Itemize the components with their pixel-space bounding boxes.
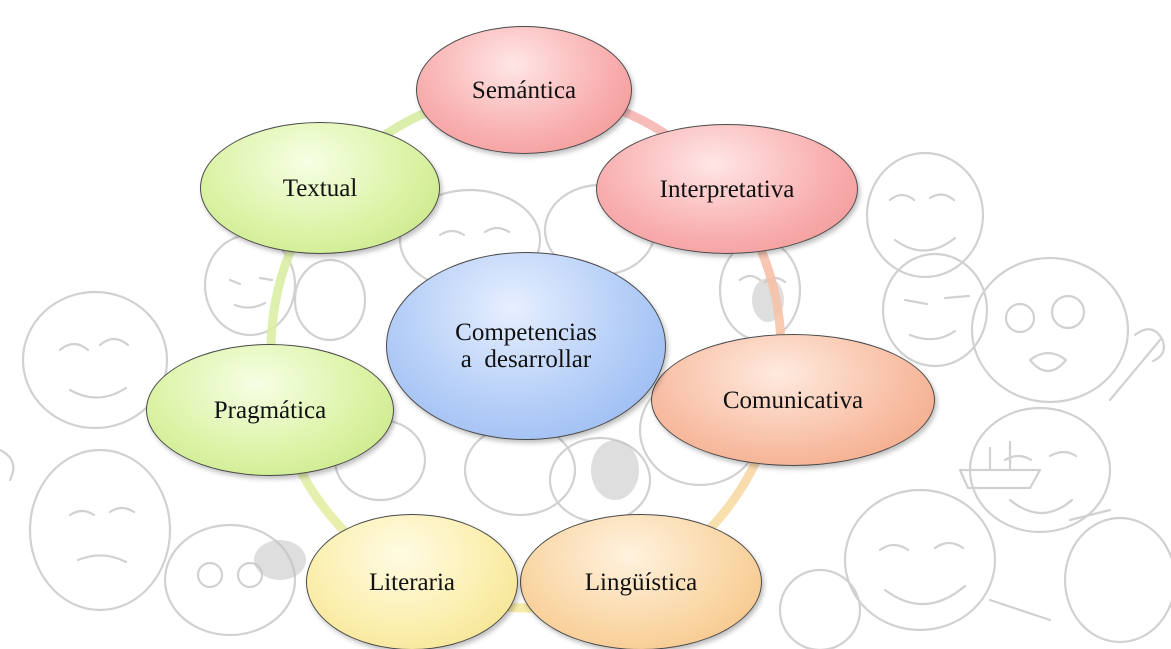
center-node: Competencias a desarrollar: [386, 252, 666, 440]
node-pragmatica-label: Pragmática: [213, 396, 327, 424]
node-comunicativa: Comunicativa: [651, 334, 935, 466]
center-label-line2: a desarrollar: [460, 346, 592, 373]
node-interpretativa-label: Interpretativa: [659, 175, 795, 203]
node-linguistica-label: Lingüística: [584, 568, 698, 596]
center-node-text: Competencias a desarrollar: [445, 319, 607, 373]
node-textual-label: Textual: [282, 174, 358, 202]
node-comunicativa-label: Comunicativa: [722, 386, 864, 414]
node-literaria: Literaria: [306, 514, 518, 649]
node-linguistica: Lingüística: [520, 514, 762, 649]
node-semantica-label: Semántica: [471, 76, 577, 104]
node-pragmatica: Pragmática: [146, 344, 394, 476]
node-literaria-label: Literaria: [368, 568, 456, 596]
node-textual: Textual: [200, 122, 440, 254]
center-label-line1: Competencias: [455, 319, 597, 346]
node-semantica: Semántica: [416, 26, 632, 154]
node-interpretativa: Interpretativa: [596, 124, 858, 254]
